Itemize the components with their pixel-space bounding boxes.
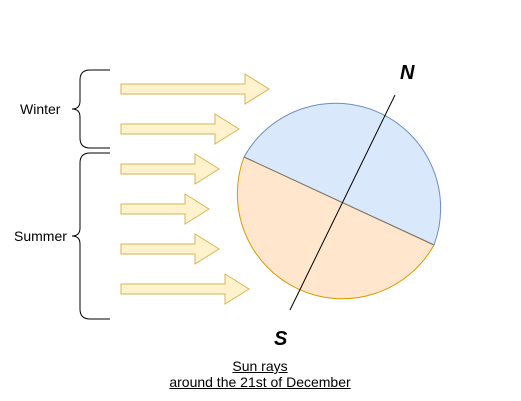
sun-ray-arrow [120,193,210,225]
southern-hemisphere [236,156,435,300]
winter-brace [71,69,110,149]
sun-ray-arrow [120,153,220,185]
sun-ray-arrow [120,273,250,305]
north-pole-label: N [400,62,415,84]
diagram-caption: Sun rays around the 21st of December [140,358,380,390]
northern-hemisphere [243,102,442,246]
south-pole-label: S [274,328,288,350]
sun-ray-arrow [120,233,220,265]
equator-line [243,156,435,246]
winter-label: Winter [20,101,61,117]
sun-ray-arrow [120,113,240,145]
sun-rays [120,73,270,305]
caption-line-1: Sun rays [232,358,288,374]
caption-line-2: around the 21st of December [169,374,351,390]
earth-axis [289,94,396,311]
summer-label: Summer [14,228,67,244]
summer-brace [71,152,110,320]
sun-ray-arrow [120,73,270,105]
earth-globe [236,102,442,300]
